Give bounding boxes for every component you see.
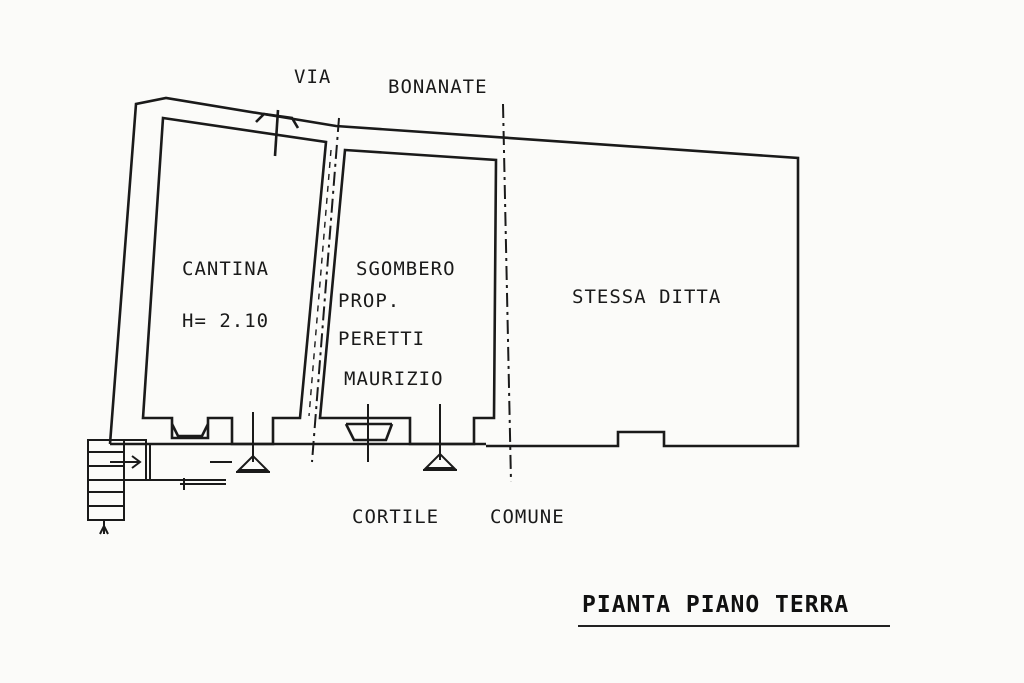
owner-prop-label: PROP. <box>338 290 401 312</box>
cantina-wall <box>141 116 328 446</box>
boundary-line-right <box>502 103 512 483</box>
plan-title-underline <box>578 625 890 627</box>
comune-label: COMUNE <box>490 506 565 528</box>
staircase <box>87 439 232 535</box>
outer-wall <box>108 96 800 448</box>
cantina-label: CANTINA <box>182 258 270 280</box>
street-via-label: VIA <box>294 66 332 88</box>
sgombero-label: SGOMBERO <box>356 258 456 280</box>
boundary-line-left <box>311 117 340 463</box>
cantina-door <box>170 423 210 438</box>
plan-title: PIANTA PIANO TERRA <box>582 592 850 618</box>
owner-name-label: MAURIZIO <box>344 368 444 390</box>
sgombero-door <box>344 423 394 442</box>
cortile-label: CORTILE <box>352 506 440 528</box>
street-name-label: BONANATE <box>388 76 488 98</box>
stessa-ditta-label: STESSA DITTA <box>572 286 722 308</box>
cantina-height-label: H= 2.10 <box>182 310 270 332</box>
owner-surname-label: PERETTI <box>338 328 426 350</box>
